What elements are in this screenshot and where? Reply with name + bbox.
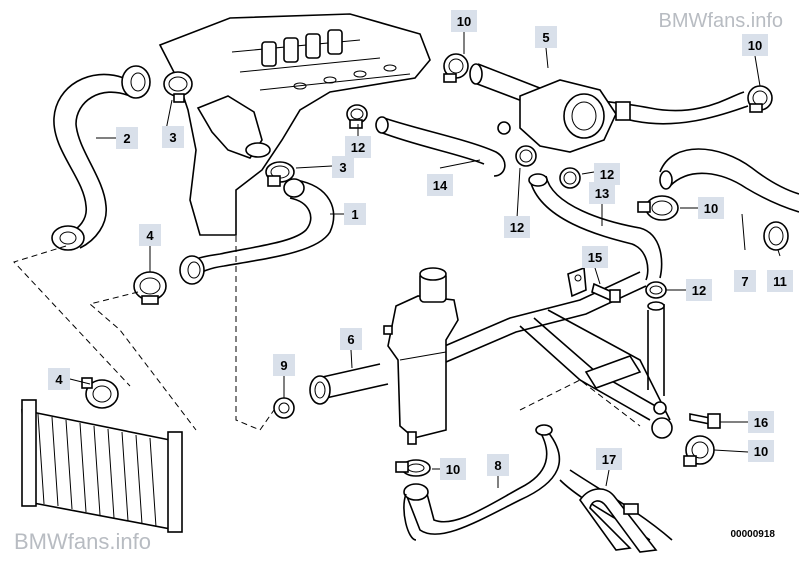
callout-10b: 10 — [742, 34, 768, 56]
svg-text:10: 10 — [748, 38, 762, 53]
callout-9: 9 — [273, 354, 295, 376]
assembly-lines — [13, 236, 641, 431]
watermark-bottom: BMWfans.info — [14, 529, 151, 554]
svg-text:1: 1 — [351, 207, 358, 222]
svg-text:14: 14 — [433, 178, 448, 193]
hose-clamp-12c — [559, 167, 581, 189]
svg-text:17: 17 — [602, 452, 616, 467]
upper-radiator-hose — [51, 65, 151, 251]
svg-text:10: 10 — [457, 14, 471, 29]
callout-7: 7 — [734, 270, 756, 292]
callout-6: 6 — [340, 328, 362, 350]
svg-text:3: 3 — [339, 160, 346, 175]
leader-lines — [69, 32, 781, 488]
svg-text:12: 12 — [510, 220, 524, 235]
bolt-15 — [591, 282, 621, 303]
svg-text:2: 2 — [123, 131, 130, 146]
watermark-top: BMWfans.info — [658, 10, 783, 32]
svg-text:4: 4 — [146, 228, 154, 243]
expansion-tank — [383, 267, 459, 445]
svg-text:8: 8 — [494, 458, 501, 473]
water-pipe-assembly — [439, 266, 673, 439]
hose-clamp-4a — [133, 271, 167, 305]
callout-12b: 12 — [504, 216, 530, 238]
hose-clamp-3b — [265, 161, 295, 187]
hose-clamp-12b — [515, 145, 537, 167]
hose-clamp-3a — [163, 71, 193, 103]
hose-clamp-10d — [683, 435, 715, 467]
radiator — [21, 399, 183, 533]
callout-1: 1 — [344, 203, 366, 225]
callout-15: 15 — [582, 246, 608, 268]
hose-clamp-12d — [645, 281, 667, 299]
svg-text:9: 9 — [280, 358, 287, 373]
callout-5: 5 — [535, 26, 557, 48]
seal-ring-9 — [273, 397, 295, 419]
hose-clamp-10e — [395, 459, 431, 477]
expansion-hose — [659, 148, 799, 213]
callout-4b: 4 — [48, 368, 70, 390]
callout-13: 13 — [589, 182, 615, 204]
svg-text:10: 10 — [446, 462, 460, 477]
callout-3a: 3 — [162, 126, 184, 148]
svg-text:10: 10 — [754, 444, 768, 459]
callout-12c: 12 — [594, 163, 620, 185]
callout-12d: 12 — [686, 279, 712, 301]
svg-text:12: 12 — [692, 283, 706, 298]
pipe-6 — [309, 363, 389, 405]
svg-text:3: 3 — [169, 130, 176, 145]
svg-text:13: 13 — [595, 186, 609, 201]
callout-11: 11 — [767, 270, 793, 292]
callout-10e: 10 — [440, 458, 466, 480]
bolt-16 — [689, 413, 721, 429]
hose-clamp-10c — [637, 195, 679, 221]
svg-text:5: 5 — [542, 30, 549, 45]
engine-block — [158, 13, 431, 236]
svg-text:16: 16 — [754, 415, 768, 430]
hose-clip-17 — [579, 488, 658, 553]
callout-16: 16 — [748, 411, 774, 433]
callout-10c: 10 — [698, 197, 724, 219]
svg-text:15: 15 — [588, 250, 602, 265]
svg-text:12: 12 — [351, 140, 365, 155]
svg-text:10: 10 — [704, 201, 718, 216]
engine-outlet-hose — [179, 178, 335, 285]
svg-text:6: 6 — [347, 332, 354, 347]
svg-text:12: 12 — [600, 167, 614, 182]
throttle-body-pipe — [469, 63, 749, 153]
callout-4a: 4 — [139, 224, 161, 246]
callout-14: 14 — [427, 174, 453, 196]
hose-clamp-12a — [346, 104, 368, 129]
hose-clamp-11 — [763, 221, 789, 251]
hose-clamp-4b — [81, 377, 119, 409]
callout-3b: 3 — [332, 156, 354, 178]
svg-text:4: 4 — [55, 372, 63, 387]
callout-2: 2 — [116, 127, 138, 149]
hose-clamp-10a — [443, 53, 469, 83]
document-id: 00000918 — [730, 529, 776, 540]
svg-text:7: 7 — [741, 274, 748, 289]
callout-12a: 12 — [345, 136, 371, 158]
svg-text:11: 11 — [773, 274, 787, 289]
hose-clamp-10b — [747, 85, 773, 113]
callout-10d: 10 — [748, 440, 774, 462]
callout-17: 17 — [596, 448, 622, 470]
bypass-hose — [375, 116, 506, 177]
callout-10a: 10 — [451, 10, 477, 32]
heater-hose — [528, 173, 663, 281]
callout-8: 8 — [487, 454, 509, 476]
